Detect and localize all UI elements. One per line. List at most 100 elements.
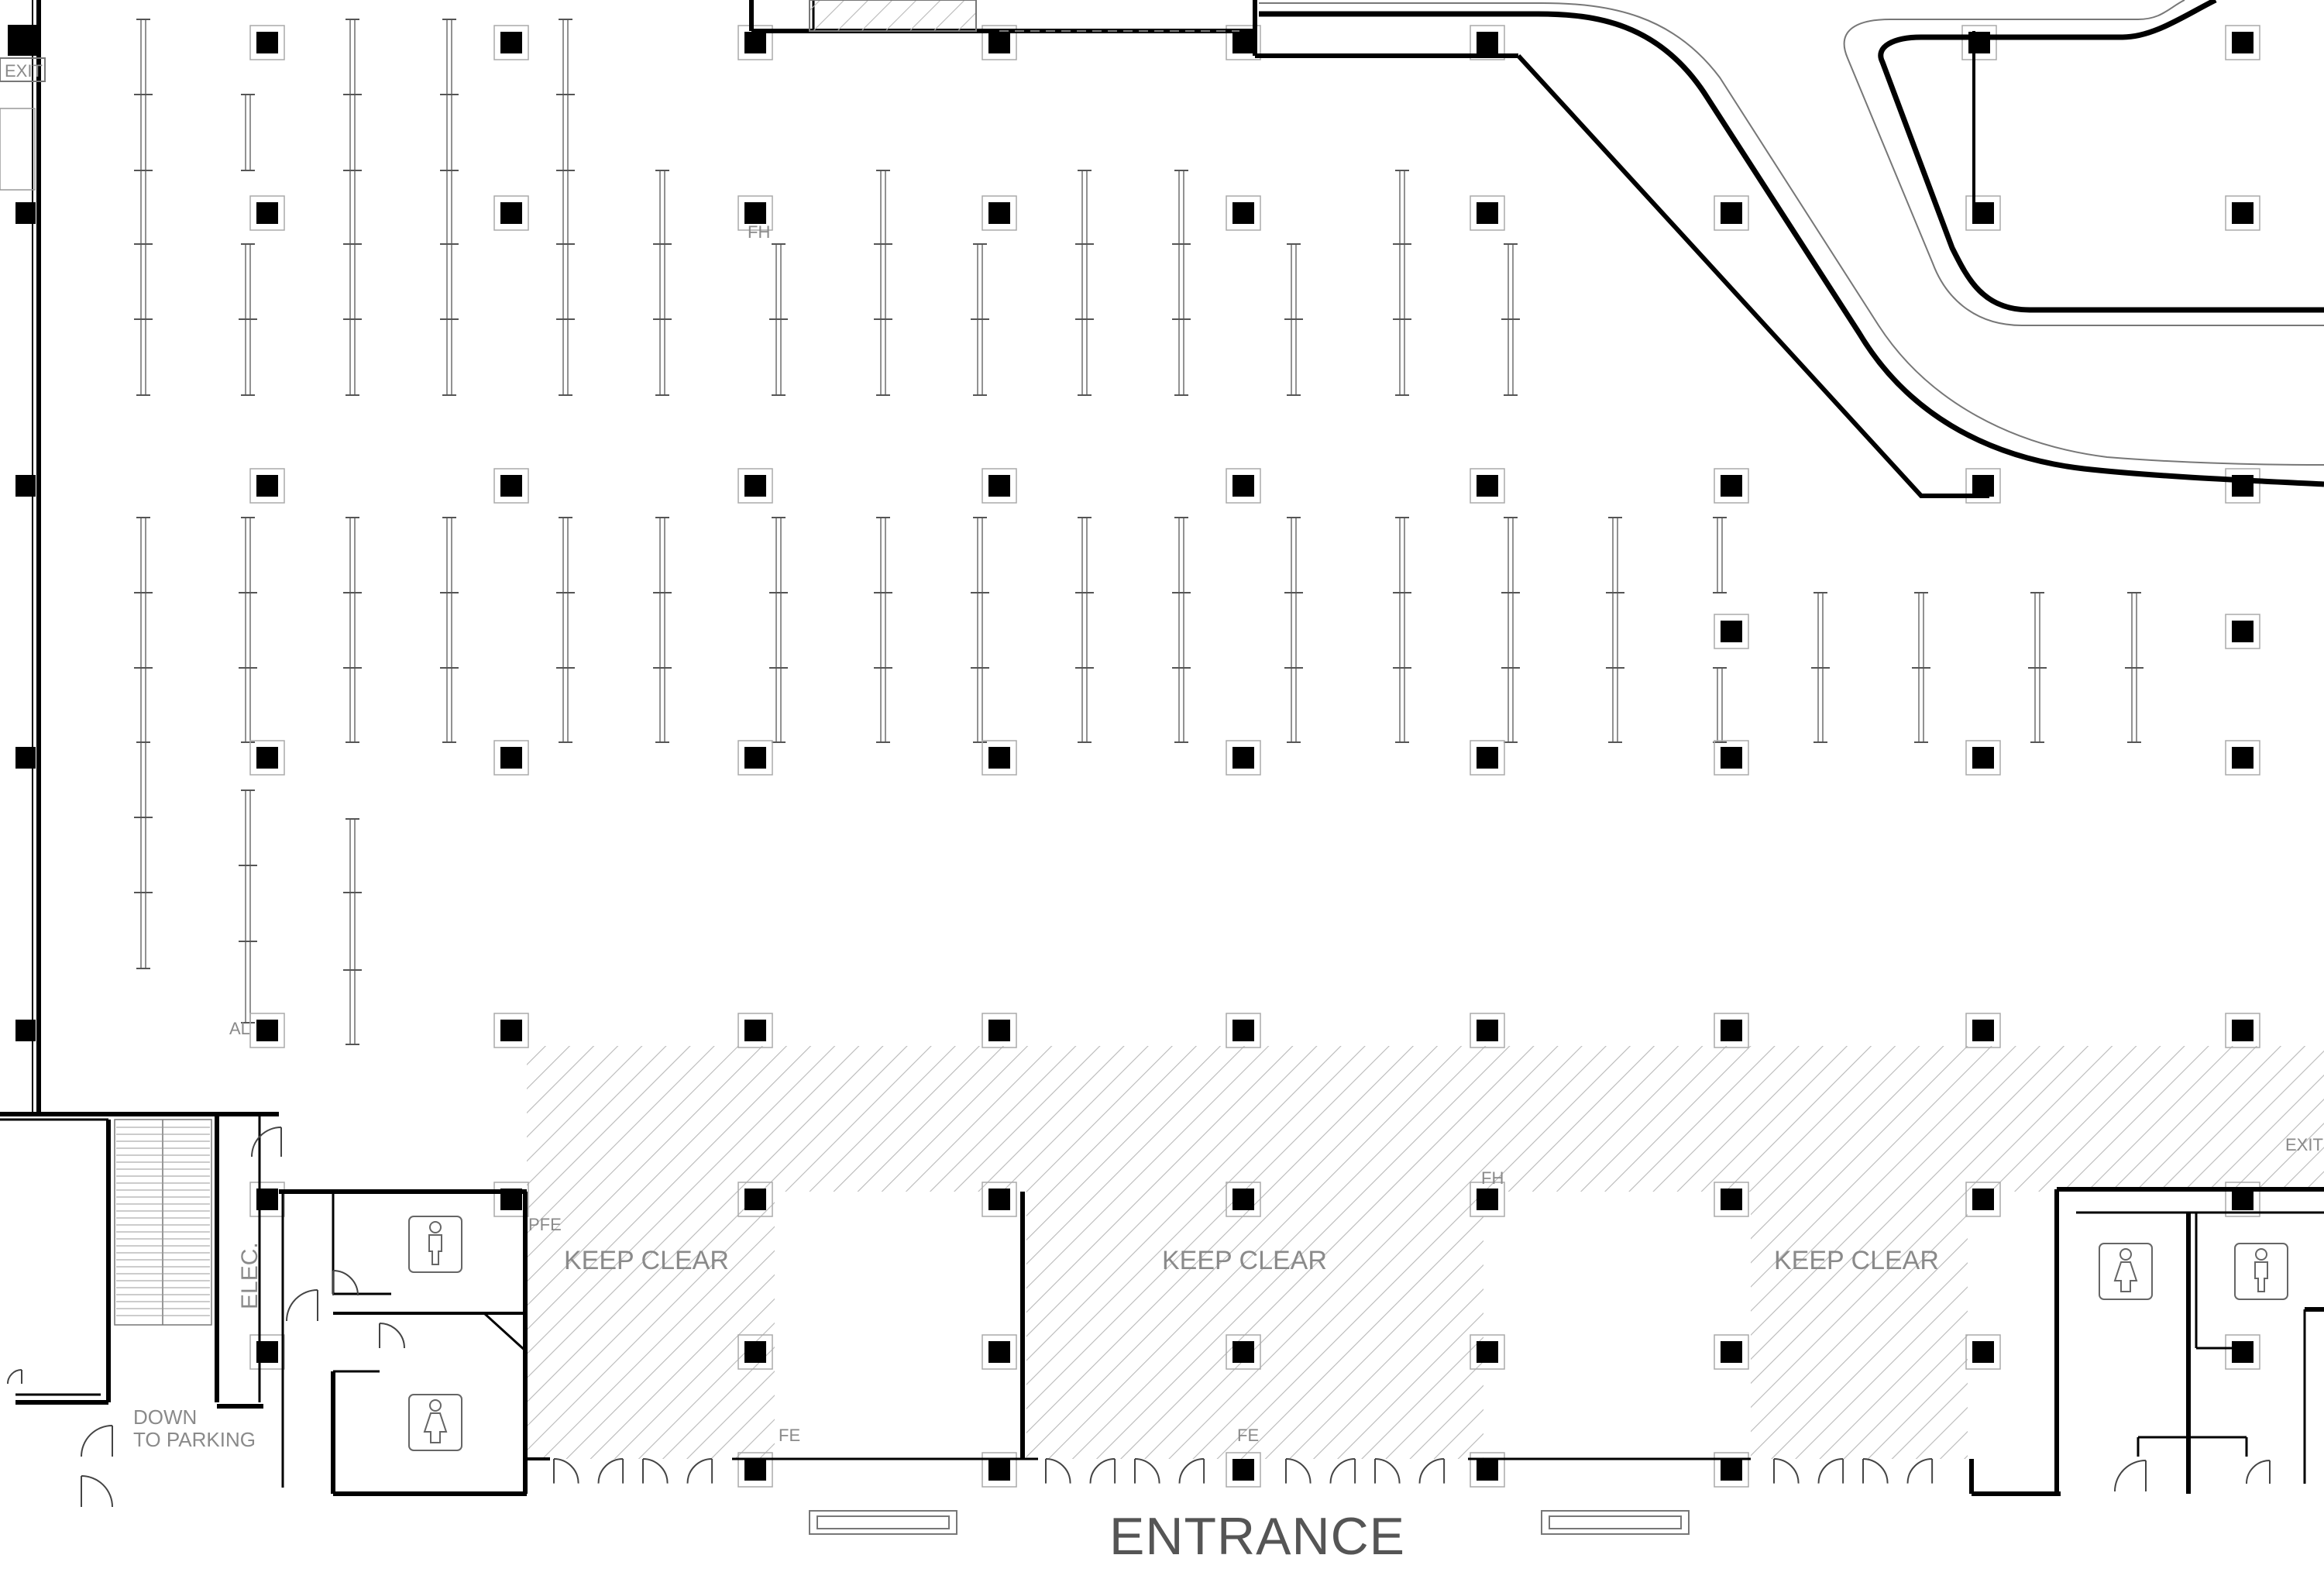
- column: [1477, 1459, 1498, 1481]
- column: [1477, 475, 1498, 497]
- door-swing: [1285, 1458, 1312, 1484]
- column-outline: [982, 1452, 1017, 1488]
- column-outline: [1470, 1013, 1505, 1048]
- column-outline: [249, 1013, 285, 1048]
- column-outline: [1961, 25, 1997, 60]
- keep-clear-label: KEEP CLEAR: [1162, 1246, 1327, 1275]
- parking-ramp: [1259, 0, 2324, 498]
- entrance-doors: [7, 1127, 2271, 1508]
- column-outline: [1714, 1452, 1749, 1488]
- fire-hose-label: FH: [748, 222, 770, 242]
- column: [1477, 202, 1498, 224]
- column-outline: [982, 1334, 1017, 1370]
- column: [744, 32, 766, 53]
- column-outline: [1470, 468, 1505, 504]
- column: [1972, 1341, 1994, 1363]
- male-restroom-icon: [408, 1216, 462, 1273]
- column: [1721, 621, 1742, 642]
- column-outline: [2225, 25, 2260, 60]
- column: [8, 25, 39, 56]
- column-outline: [1714, 1013, 1749, 1048]
- down-label: DOWN: [133, 1405, 197, 1429]
- column-outline: [2225, 614, 2260, 649]
- column: [1232, 202, 1254, 224]
- column-outline: [249, 195, 285, 231]
- column: [1232, 32, 1254, 53]
- column-outline: [737, 1334, 773, 1370]
- column: [1721, 1459, 1742, 1481]
- door-swing: [553, 1458, 579, 1484]
- column: [988, 1341, 1010, 1363]
- column-outline: [493, 740, 529, 776]
- column-outline: [737, 25, 773, 60]
- fire-extinguisher-label: FE: [779, 1426, 800, 1445]
- escalator: [114, 1119, 212, 1326]
- column-outline: [2225, 1182, 2260, 1217]
- door-swing: [1418, 1458, 1446, 1484]
- column: [500, 32, 522, 53]
- column: [1721, 202, 1742, 224]
- column-outline: [982, 195, 1017, 231]
- column-outline: [1965, 1334, 2001, 1370]
- column-outline: [1714, 614, 1749, 649]
- column: [1972, 475, 1994, 497]
- door-swing: [286, 1289, 318, 1322]
- column: [2232, 1341, 2254, 1363]
- column-outline: [249, 25, 285, 60]
- column-outline: [1470, 195, 1505, 231]
- column: [1721, 1341, 1742, 1363]
- column-outline: [1470, 1182, 1505, 1217]
- door-swing: [642, 1458, 669, 1484]
- female-restroom-icon: [408, 1394, 462, 1451]
- column-outline: [1965, 1182, 2001, 1217]
- column-outline: [737, 1452, 773, 1488]
- column: [988, 1189, 1010, 1210]
- door-swing: [81, 1475, 113, 1508]
- fire-hose-label: FH: [1481, 1168, 1504, 1188]
- column: [2232, 621, 2254, 642]
- door-swing: [1045, 1458, 1071, 1484]
- column: [744, 747, 766, 769]
- entrance-mats: [809, 0, 1690, 1535]
- column-outline: [2225, 195, 2260, 231]
- column: [1477, 747, 1498, 769]
- column: [2232, 1189, 2254, 1210]
- column-outline: [493, 1013, 529, 1048]
- door-swing: [1374, 1458, 1401, 1484]
- column-outline: [249, 468, 285, 504]
- column: [1721, 747, 1742, 769]
- column: [256, 32, 278, 53]
- keep-clear-label: KEEP CLEAR: [564, 1246, 729, 1275]
- labels: EXIT ELEC. DOWN TO PARKING KEEP CLEAR KE…: [133, 222, 2323, 1566]
- column: [1972, 1189, 1994, 1210]
- door-swing: [7, 1369, 22, 1385]
- column: [2232, 747, 2254, 769]
- column: [1477, 32, 1498, 53]
- column-outline: [1470, 25, 1505, 60]
- column: [744, 475, 766, 497]
- column-outline: [1714, 1334, 1749, 1370]
- door-swing: [2246, 1460, 2271, 1484]
- column-outline: [1226, 1013, 1261, 1048]
- door-swing: [1134, 1458, 1160, 1484]
- door-swing: [2114, 1460, 2147, 1492]
- column: [1972, 1020, 1994, 1041]
- column-outline: [1714, 740, 1749, 776]
- column-outline: [249, 1182, 285, 1217]
- door-swing: [1329, 1458, 1356, 1484]
- column-outline: [1714, 195, 1749, 231]
- column-outline: [1470, 740, 1505, 776]
- column: [500, 475, 522, 497]
- column: [500, 1020, 522, 1041]
- door-swing: [1178, 1458, 1205, 1484]
- column: [744, 1459, 766, 1481]
- column: [500, 202, 522, 224]
- column-outline: [493, 1182, 529, 1217]
- walls: [0, 0, 2324, 1496]
- column: [1477, 1189, 1498, 1210]
- keep-clear-label: KEEP CLEAR: [1774, 1246, 1939, 1275]
- door-swing: [251, 1127, 282, 1158]
- column-outline: [737, 195, 773, 231]
- column-outline: [249, 740, 285, 776]
